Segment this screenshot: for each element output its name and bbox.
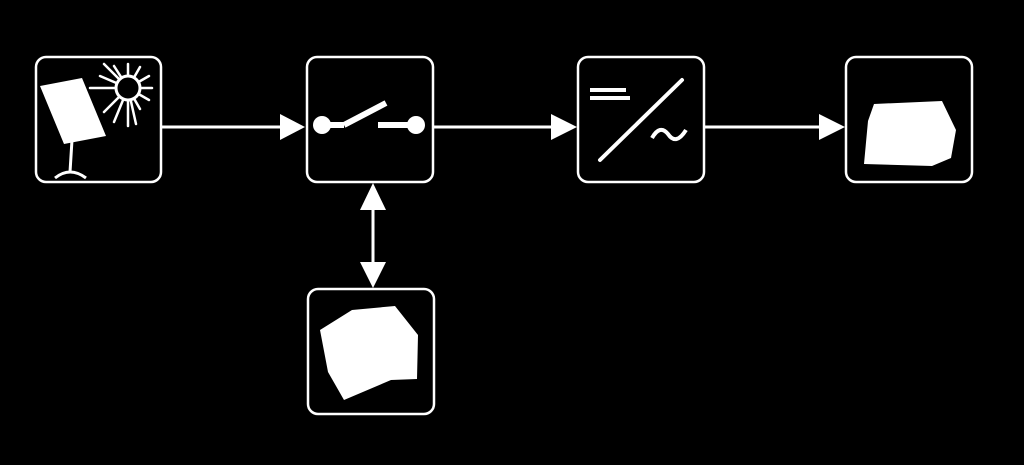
edge-switch-to-inverter: [433, 114, 577, 140]
node-frame: [576, 55, 706, 184]
switch-icon: [313, 100, 425, 134]
edge-solar-to-switch: [161, 114, 305, 140]
node-frame: [844, 55, 974, 184]
node-solar-panel: [34, 55, 163, 184]
arrowhead: [819, 114, 845, 140]
node-frame: [306, 287, 436, 416]
node-inverter: [576, 55, 706, 184]
node-frame: [305, 55, 435, 184]
arrowhead-up: [360, 183, 386, 210]
edge-switch-battery-bidirectional: [360, 183, 386, 288]
arrowhead-down: [360, 262, 386, 288]
node-battery: [306, 287, 436, 416]
node-frame: [34, 55, 163, 184]
battery-block-icon: [320, 306, 418, 400]
node-switch: [305, 55, 435, 184]
load-block-icon: [864, 101, 956, 166]
arrowhead: [551, 114, 577, 140]
edge-inverter-to-load: [704, 114, 845, 140]
solar-panel-icon: [40, 62, 154, 180]
dc-ac-inverter-icon: [590, 78, 688, 162]
arrowhead: [280, 114, 305, 140]
node-load: [844, 55, 974, 184]
